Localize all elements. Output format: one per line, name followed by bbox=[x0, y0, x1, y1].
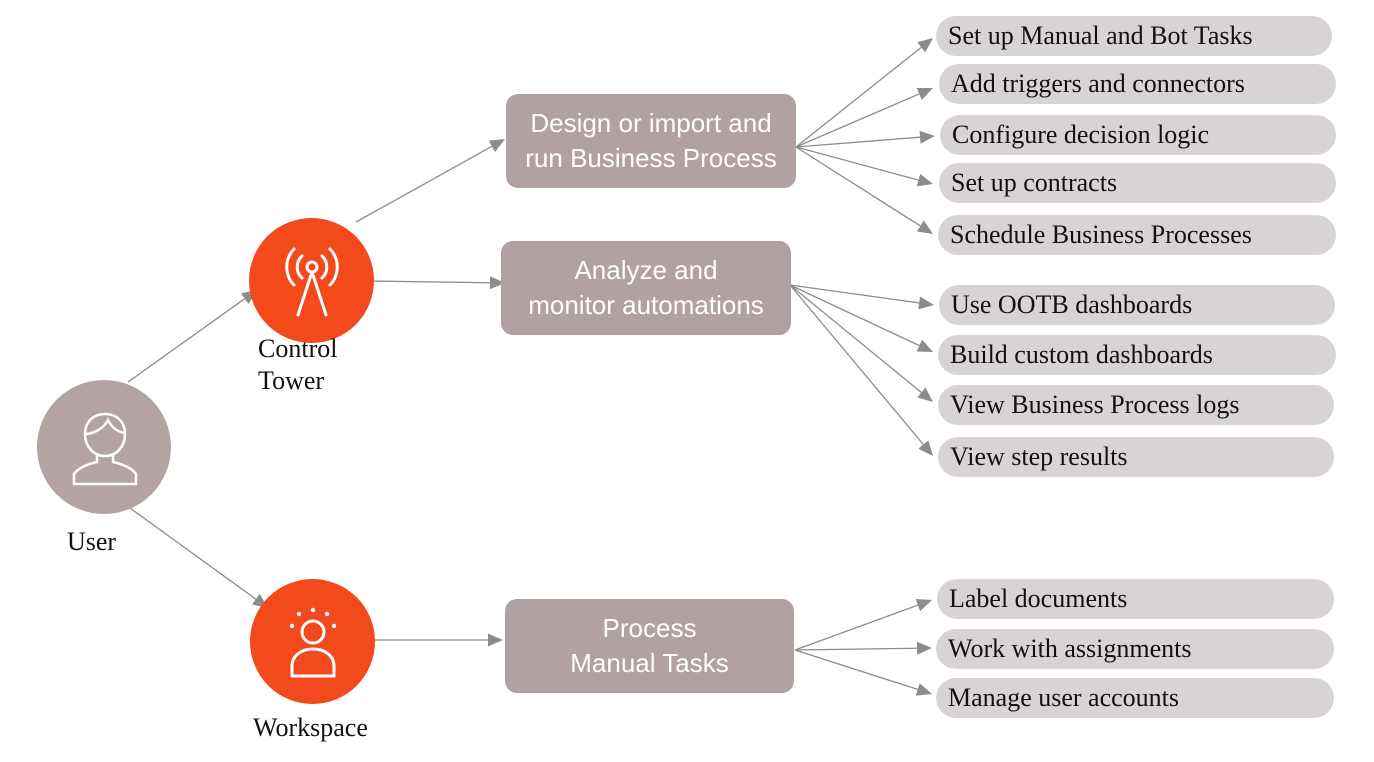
arrowhead bbox=[916, 173, 933, 187]
task-use-ootb-dashboards[interactable]: Use OOTB dashboards bbox=[939, 285, 1335, 325]
connector-line bbox=[127, 298, 246, 383]
connector-line bbox=[795, 146, 919, 181]
control-tower-node[interactable] bbox=[249, 218, 374, 343]
task-build-custom-dashboards[interactable]: Build custom dashboards bbox=[938, 335, 1336, 375]
arrowhead bbox=[916, 220, 933, 234]
arrowhead bbox=[488, 139, 505, 152]
manual-tasks-process-line: Manual Tasks bbox=[570, 648, 729, 678]
arrowhead bbox=[488, 633, 503, 647]
task-set-up-contracts[interactable]: Set up contracts bbox=[939, 163, 1336, 203]
analyze-process-line: Analyze and bbox=[574, 255, 718, 285]
arrowhead bbox=[918, 296, 934, 310]
task-work-with-assignments[interactable]: Work with assignments bbox=[936, 629, 1334, 669]
person-icon bbox=[72, 412, 138, 486]
task-configure-decision-logic[interactable]: Configure decision logic bbox=[940, 115, 1336, 155]
arrowhead bbox=[916, 641, 932, 655]
control-tower-label: Control Tower bbox=[258, 333, 368, 397]
connector-line bbox=[795, 46, 922, 148]
connector-line bbox=[789, 284, 920, 347]
connector-line bbox=[794, 647, 918, 651]
manual-tasks-process-line: Process bbox=[602, 613, 697, 643]
connector-line bbox=[795, 93, 920, 148]
design-process-line: run Business Process bbox=[525, 143, 777, 173]
connector-line bbox=[369, 280, 491, 284]
arrowhead bbox=[917, 387, 933, 402]
connector-line bbox=[795, 146, 921, 227]
connector-line bbox=[789, 284, 920, 304]
task-view-step-results[interactable]: View step results bbox=[938, 437, 1334, 477]
connector-line bbox=[794, 649, 918, 691]
workspace-node[interactable] bbox=[250, 579, 375, 704]
user-node bbox=[37, 380, 171, 514]
person-idea-icon bbox=[289, 607, 337, 678]
control-tower-label-line: Control bbox=[258, 334, 338, 363]
user-label: User bbox=[67, 527, 117, 556]
arrowhead bbox=[489, 276, 505, 290]
arrowhead bbox=[917, 38, 933, 53]
connector-line bbox=[795, 136, 921, 148]
arrowhead bbox=[915, 599, 932, 612]
task-view-business-process-logs[interactable]: View Business Process logs bbox=[938, 385, 1334, 425]
task-label-documents[interactable]: Label documents bbox=[937, 579, 1334, 619]
task-set-up-manual-bot-tasks[interactable]: Set up Manual and Bot Tasks bbox=[936, 16, 1332, 56]
connector-line bbox=[789, 284, 922, 394]
analyze-process-box[interactable]: Analyze and monitor automations bbox=[501, 241, 791, 335]
arrowhead bbox=[919, 130, 935, 144]
antenna-icon bbox=[285, 247, 339, 317]
task-manage-user-accounts[interactable]: Manage user accounts bbox=[936, 678, 1334, 718]
arrowhead bbox=[916, 339, 933, 352]
arrowhead bbox=[915, 683, 932, 696]
connector-line bbox=[355, 145, 493, 223]
task-schedule-business-processes[interactable]: Schedule Business Processes bbox=[938, 215, 1336, 255]
manual-tasks-process-box[interactable]: Process Manual Tasks bbox=[505, 599, 794, 693]
arrowhead bbox=[918, 440, 933, 456]
design-process-box[interactable]: Design or import and run Business Proces… bbox=[506, 94, 796, 188]
connector-line bbox=[794, 604, 919, 651]
analyze-process-line: monitor automations bbox=[528, 290, 764, 320]
control-tower-label-line: Tower bbox=[258, 366, 325, 395]
connector-line bbox=[789, 284, 924, 445]
design-process-line: Design or import and bbox=[530, 108, 772, 138]
arrowhead bbox=[916, 87, 933, 100]
task-add-triggers-connectors[interactable]: Add triggers and connectors bbox=[939, 64, 1336, 104]
workspace-label: Workspace bbox=[253, 713, 368, 742]
connector-line bbox=[129, 507, 257, 600]
